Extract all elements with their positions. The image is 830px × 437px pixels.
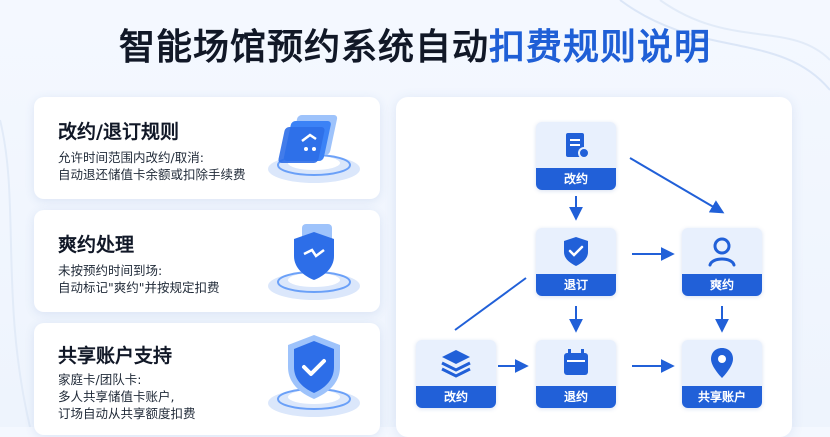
flow-node-tuiyue: 退约 bbox=[536, 340, 616, 408]
card-desc-line: 未按预约时间到场: bbox=[58, 263, 163, 278]
layers-icon bbox=[441, 350, 471, 378]
flow-node-label: 改约 bbox=[536, 168, 616, 190]
flow-node-gaiyue-left: 改约 bbox=[416, 340, 496, 408]
user-icon bbox=[708, 237, 736, 267]
card-description: 未按预约时间到场: 自动标记"爽约"并按规定扣费 bbox=[58, 262, 220, 296]
flow-node-label: 退约 bbox=[536, 386, 616, 408]
shield-check-icon bbox=[564, 237, 588, 266]
shield-check-icon bbox=[268, 335, 360, 417]
card-title: 爽约处理 bbox=[58, 234, 135, 256]
card-desc-line: 允许时间范围内改约/取消: bbox=[58, 150, 204, 165]
flow-node-label: 改约 bbox=[416, 386, 496, 408]
rule-card-reschedule: 改约/退订规则 允许时间范围内改约/取消: 自动退还储值卡余额或扣除手续费 bbox=[34, 97, 380, 199]
card-title: 改约/退订规则 bbox=[58, 121, 179, 143]
calendar-icon bbox=[564, 349, 588, 375]
flow-node-gaiyue-top: 改约 bbox=[536, 122, 616, 190]
rule-card-shared-account: 共享账户支持 家庭卡/团队卡: 多人共享储值卡账户, 订场自动从共享额度扣费 bbox=[34, 323, 380, 435]
card-description: 家庭卡/团队卡: 多人共享储值卡账户, 订场自动从共享额度扣费 bbox=[58, 371, 196, 422]
flow-node-shuangyue: 爽约 bbox=[682, 228, 762, 296]
card-description: 允许时间范围内改约/取消: 自动退还储值卡余额或扣除手续费 bbox=[58, 149, 246, 183]
page-title-accent: 扣费规则说明 bbox=[489, 27, 712, 68]
flow-node-tuiding: 退订 bbox=[536, 228, 616, 296]
document-icon bbox=[566, 133, 590, 159]
card-desc-line: 自动退还储值卡余额或扣除手续费 bbox=[58, 167, 246, 182]
flow-node-gongxiang: 共享账户 bbox=[682, 340, 762, 408]
flow-node-label: 退订 bbox=[536, 274, 616, 296]
document-stack-icon bbox=[268, 115, 360, 183]
shield-card-icon bbox=[268, 224, 360, 300]
rule-card-noshow: 爽约处理 未按预约时间到场: 自动标记"爽约"并按规定扣费 bbox=[34, 210, 380, 312]
card-title: 共享账户支持 bbox=[58, 345, 173, 367]
page-title: 智能场馆预约系统自动扣费规则说明 bbox=[0, 18, 830, 70]
card-desc-line: 订场自动从共享额度扣费 bbox=[58, 406, 196, 421]
card-desc-line: 自动标记"爽约"并按规定扣费 bbox=[58, 280, 220, 295]
location-pin-icon bbox=[711, 348, 733, 378]
card-desc-line: 家庭卡/团队卡: bbox=[58, 372, 142, 387]
page-title-main: 智能场馆预约系统自动 bbox=[118, 27, 489, 68]
flow-node-label: 爽约 bbox=[682, 274, 762, 296]
card-desc-line: 多人共享储值卡账户, bbox=[58, 389, 175, 404]
flow-node-label: 共享账户 bbox=[682, 386, 762, 408]
